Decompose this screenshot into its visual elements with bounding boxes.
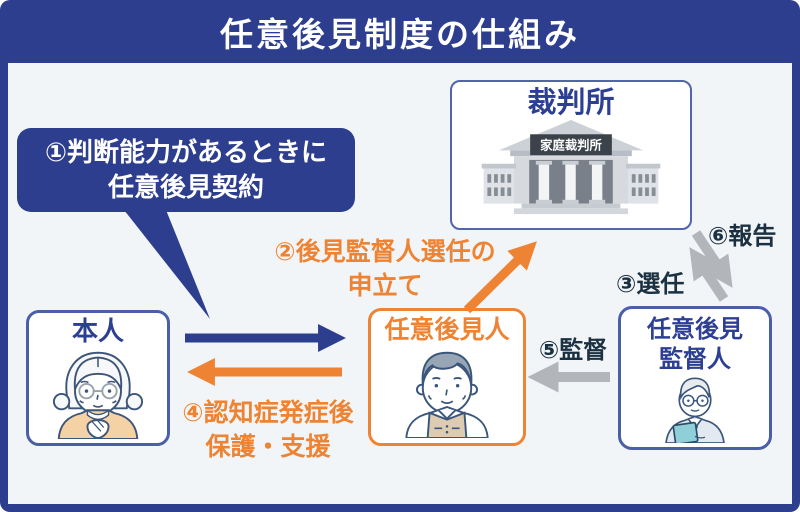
contract-callout: ①判断能力があるときに 任意後見契約 (17, 128, 355, 212)
court-box: 裁判所 (450, 80, 692, 230)
guardian-box: 任意後見人 (368, 308, 526, 446)
supervisor-box: 任意後見 監督人 (618, 306, 772, 450)
supervisor-title-line1: 任意後見 (647, 316, 743, 343)
label-report: ⑥報告 (708, 223, 777, 250)
supervisor-person-icon (665, 377, 725, 443)
elderly-man-icon (405, 351, 489, 438)
contract-callout-line2: 任意後見契約 (107, 172, 264, 202)
label-appoint: ③選任 (616, 271, 685, 298)
elderly-woman-icon (52, 351, 144, 439)
page-title: 任意後見制度の仕組み (220, 15, 580, 53)
label-protect-line2: 保護・支援 (205, 433, 331, 461)
principal-box: 本人 (26, 310, 170, 446)
label-supervise: ⑤監督 (538, 337, 608, 364)
court-title: 裁判所 (527, 87, 615, 119)
label-protect: ④認知症発症後 保護・支援 (113, 396, 423, 464)
label-apply-line2: 申立て (347, 272, 423, 300)
diagram-canvas: ①判断能力があるときに 任意後見契約 裁判所 (8, 63, 792, 504)
bubble-tail (124, 210, 210, 319)
label-apply-line1: ②後見監督人選任の (274, 238, 496, 266)
court-sign-text: 家庭裁判所 (540, 138, 602, 153)
arrow-apply (463, 241, 537, 314)
courthouse-icon: 家庭裁判所 (481, 120, 661, 215)
principal-title: 本人 (71, 316, 124, 346)
arrows-layer (124, 210, 733, 393)
arrow-appoint (691, 230, 733, 288)
title-band: 任意後見制度の仕組み (0, 0, 800, 63)
label-apply: ②後見監督人選任の 申立て (260, 235, 510, 303)
guardian-title: 任意後見人 (384, 316, 510, 344)
supervisor-title-line2: 監督人 (659, 346, 731, 373)
contract-callout-line1: ①判断能力があるときに (44, 137, 327, 167)
label-protect-line1: ④認知症発症後 (182, 399, 354, 427)
